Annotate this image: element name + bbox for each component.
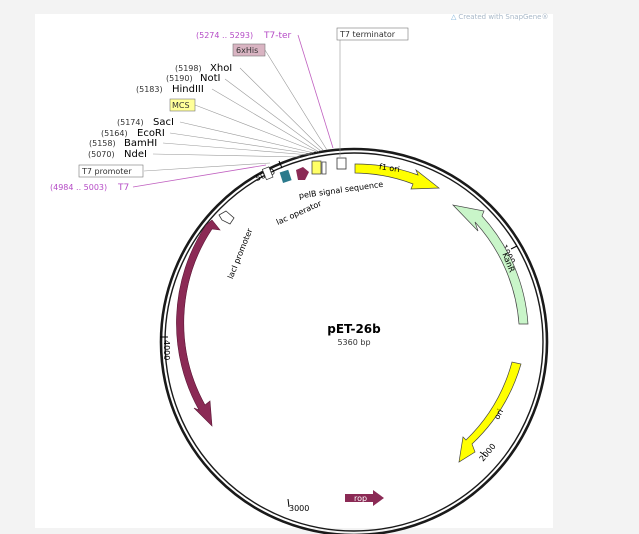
t7-terminator-box[interactable] [336,157,347,170]
site-name-hindiii[interactable]: HindIII [172,84,204,95]
site-labels: (5274 .. 5293) T7-ter 6xHis (5198) XhoI … [50,27,409,193]
rop-arrow[interactable] [345,490,384,506]
ori-label: ori [492,408,505,421]
leader-mcs [194,104,318,153]
leader-noti [224,78,322,152]
laci-label: lacI [185,319,194,333]
tick-mark-5000 [278,160,283,169]
plasmid-name: pET-26b [327,322,381,336]
t7-promoter-box[interactable] [261,166,274,181]
pelb-signal-label: pelB signal sequence [298,180,384,201]
site-leader-lines [132,34,341,188]
lac-operator-box[interactable] [279,169,292,183]
site-name-t7[interactable]: T7 [117,183,129,193]
site-name-noti[interactable]: NotI [200,73,220,84]
kanr-arrow[interactable] [451,204,529,325]
leader-bamhi [162,142,311,156]
leader-t7 [132,164,267,188]
site-name-mcs[interactable]: MCS [172,101,190,110]
pelb-signal-box[interactable] [311,160,322,175]
box-t7-terminator [336,27,409,41]
site-name-ndei[interactable]: NdeI [124,149,147,160]
f1-ori-arrow[interactable] [354,163,440,190]
his-tag-box[interactable] [321,161,327,175]
site-name-t7-ter[interactable]: T7-ter [263,31,292,41]
site-range-bamhi: (5158) [89,139,116,148]
backbone [159,147,549,534]
ori-arrow[interactable] [458,361,522,463]
backbone-inner-strand [164,152,544,532]
feature-laci-promoter[interactable]: lacI promoter [218,210,255,281]
leader-xhoi [239,67,324,151]
site-range-t7: (4984 .. 5003) [50,183,107,192]
laci-promoter-label: lacI promoter [226,227,255,281]
laci-promoter-arrow[interactable] [218,210,235,225]
site-name-saci[interactable]: SacI [153,117,174,128]
brand-text: Created with SnapGene® [458,13,549,21]
leader-t7-promoter [143,162,271,172]
tick-label-2000: 2000 [478,442,498,463]
f1-ori-label: f1 ori [378,162,400,174]
brand-watermark: △Created with SnapGene® [451,13,548,21]
plasmid-size: 5360 bp [337,338,370,347]
tick-mark-3000 [287,498,290,508]
leader-hindiii [211,88,320,153]
leader-t7-ter [297,34,334,149]
tick-label-4000: 4000 [162,340,171,360]
feature-kanr[interactable]: KanR [451,204,529,325]
leader-ecori [169,132,313,155]
site-name-bamhi[interactable]: BamHI [124,138,157,149]
site-range-t7-ter: (5274 .. 5293) [196,31,253,40]
site-range-hindiii: (5183) [136,85,163,94]
site-range-ecori: (5164) [101,129,128,138]
box-6xhis [232,43,266,57]
feature-f1-ori[interactable]: f1 ori [354,162,440,190]
feature-laci[interactable]: lacI [176,219,221,427]
site-range-saci: (5174) [117,118,144,127]
site-name-t7-promoter[interactable]: T7 promoter [81,167,132,176]
tick-mark-1000 [510,245,518,250]
tick-mark-2000 [479,451,487,457]
site-range-noti: (5190) [166,74,193,83]
site-name-xhoi[interactable]: XhoI [210,63,232,74]
rop-label: rop [354,494,367,503]
box-mcs [169,98,196,112]
lac-operator-label: lac operator [275,199,324,227]
feature-ori[interactable]: ori [458,361,522,463]
t7-terminator-label[interactable]: T7 terminator [339,30,396,39]
site-range-ndei: (5070) [88,150,115,159]
site-name-ecori[interactable]: EcoRI [137,128,165,139]
snapgene-logo-icon: △ [451,13,457,21]
tick-label-3000: 3000 [289,504,309,513]
leader-ndei [152,153,301,158]
backbone-outer-strand [159,147,549,534]
rbs-feature-shape[interactable] [296,167,309,180]
leader-6xhis [264,49,328,151]
laci-arrow[interactable] [176,219,221,427]
site-range-xhoi: (5198) [175,64,202,73]
box-t7-promoter [78,164,144,178]
feature-rop[interactable]: rop [345,490,384,506]
site-name-6xhis[interactable]: 6xHis [236,46,258,55]
leader-saci [179,121,315,154]
